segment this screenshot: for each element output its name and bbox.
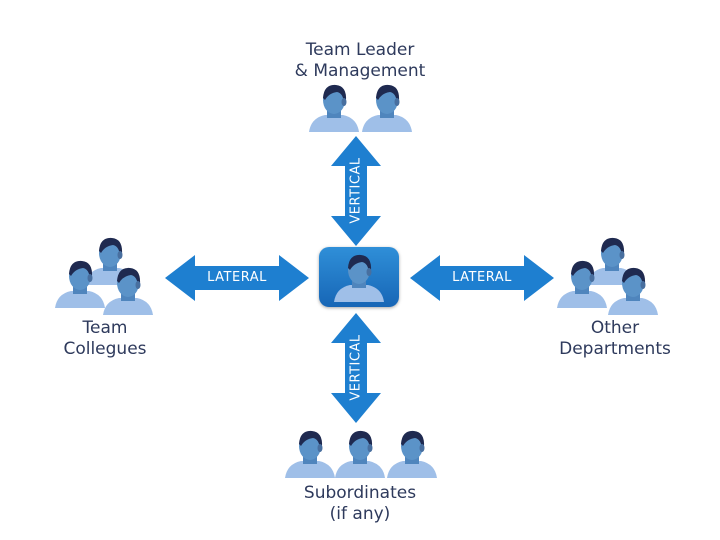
node-label-right: Other Departments [545,318,685,360]
vertical-arrow-bottom [331,313,381,423]
top-label-line1: Team Leader [305,40,415,60]
node-label-bottom: Subordinates (if any) [270,483,450,525]
person-icon [328,251,390,303]
lateral-arrow-right-label: LATERAL [452,270,512,285]
lateral-arrow-right [410,255,554,301]
node-label-top: Team Leader & Management [270,40,450,82]
person-icon [97,265,159,315]
bottom-label-line1: Subordinates [303,483,417,503]
vertical-arrow-top-label: VERTICAL [348,157,364,224]
right-label-line2: Departments [559,339,671,359]
person-icon [602,265,664,315]
vertical-arrow-top [331,136,381,246]
left-label-line2: Collegues [63,339,147,359]
center-person-box [319,247,399,307]
node-label-left: Team Collegues [40,318,170,360]
vertical-arrow-bottom-label: VERTICAL [348,334,364,401]
person-icon [381,428,443,478]
person-icon [356,82,418,132]
bottom-label-line2: (if any) [329,504,391,524]
lateral-arrow-left [165,255,309,301]
top-label-line2: & Management [294,61,426,81]
lateral-arrow-left-label: LATERAL [207,270,267,285]
left-label-line1: Team [82,318,128,338]
right-label-line1: Other [590,318,640,338]
